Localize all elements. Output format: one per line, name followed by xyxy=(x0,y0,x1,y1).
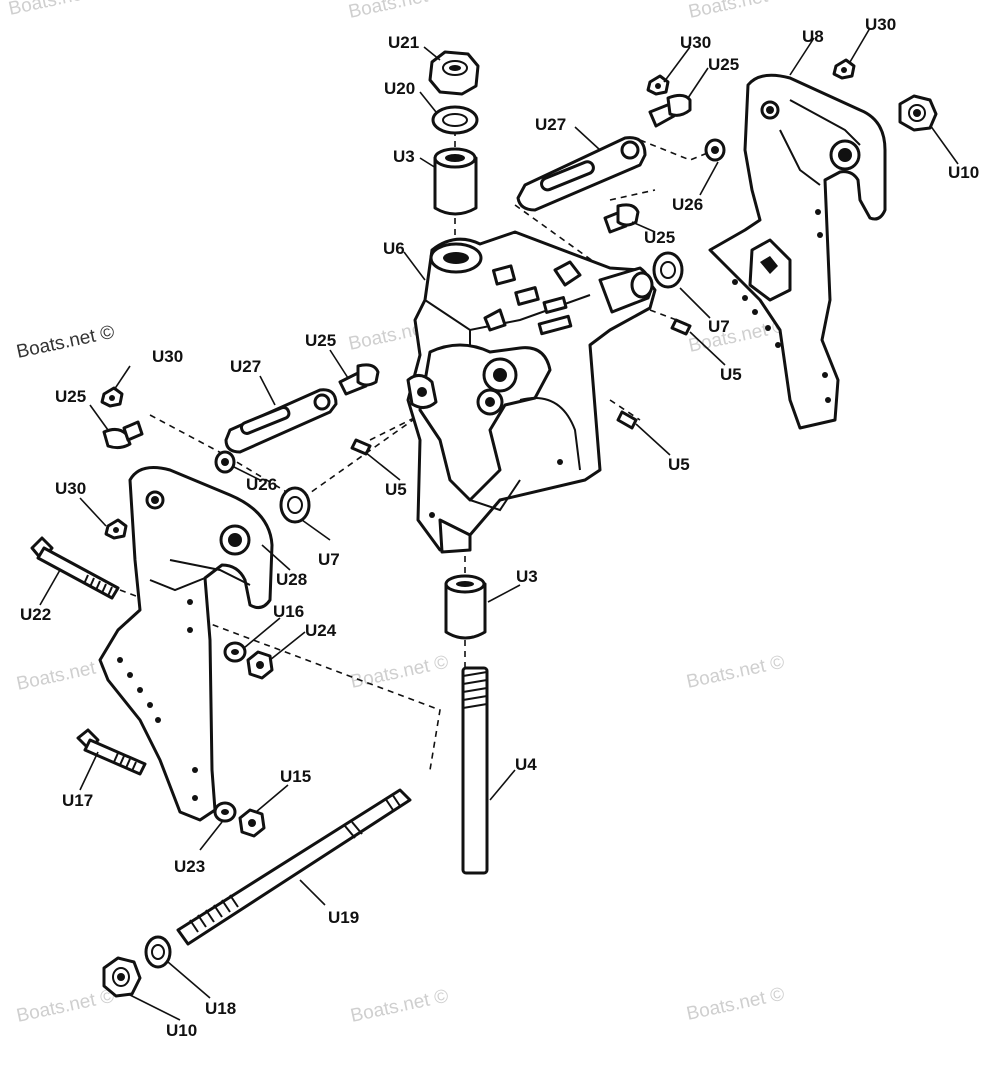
label-U10-bottom: U10 xyxy=(166,1021,197,1040)
watermark: Boats.net © xyxy=(685,984,787,1025)
label-U30-left-top: U30 xyxy=(152,347,183,366)
label-U4: U4 xyxy=(515,755,537,774)
part-U15-nut xyxy=(238,808,266,838)
label-U18: U18 xyxy=(205,999,236,1018)
part-U19-rod xyxy=(176,788,412,946)
part-U5-fitting-right-mid xyxy=(616,410,638,430)
part-U10-nut-bottom xyxy=(102,956,142,998)
part-U23-washer xyxy=(213,801,237,823)
label-U25-top: U25 xyxy=(708,55,739,74)
label-U23: U23 xyxy=(174,857,205,876)
part-U24-washer xyxy=(223,641,247,663)
label-U26-right: U26 xyxy=(672,195,703,214)
part-U8-clamp-bracket-right xyxy=(708,73,887,430)
label-U25-left: U25 xyxy=(55,387,86,406)
part-U10-nut-right xyxy=(898,94,938,132)
label-U3-upper: U3 xyxy=(393,147,415,166)
label-U7-left: U7 xyxy=(318,550,340,569)
label-U24: U24 xyxy=(305,621,337,640)
part-U18-washer xyxy=(144,935,172,969)
part-U25-pin-mid xyxy=(603,203,640,234)
watermark: Boats.net © xyxy=(7,0,109,20)
label-U3-lower: U3 xyxy=(516,567,538,586)
part-U5-fitting-left xyxy=(350,438,372,456)
label-U25-mid: U25 xyxy=(644,228,675,247)
part-clamp-bracket-left xyxy=(98,466,274,822)
watermark: Boats.net © xyxy=(15,986,117,1027)
label-U15: U15 xyxy=(280,767,311,786)
label-U16: U16 xyxy=(273,602,304,621)
part-U30-nut-left-mid xyxy=(104,518,128,540)
part-U3-lower-bushing xyxy=(444,574,487,640)
watermark: Boats.net © xyxy=(687,0,789,23)
part-U27-link-left xyxy=(224,388,338,454)
part-U3-upper-bushing xyxy=(433,147,478,216)
label-U27-right: U27 xyxy=(535,115,566,134)
label-U21: U21 xyxy=(388,33,419,52)
label-U6: U6 xyxy=(383,239,405,258)
part-U20-washer xyxy=(431,105,479,135)
part-U4-shaft xyxy=(461,666,489,875)
part-U7-washer-left xyxy=(279,486,311,524)
label-U5-right-mid: U5 xyxy=(668,455,690,474)
part-U26-washer-left xyxy=(214,450,236,474)
label-U5-right-top: U5 xyxy=(720,365,742,384)
label-U30-left-mid: U30 xyxy=(55,479,86,498)
label-U27-left: U27 xyxy=(230,357,261,376)
part-U7-washer-right xyxy=(652,251,684,289)
label-U8: U8 xyxy=(802,27,824,46)
label-U19: U19 xyxy=(328,908,359,927)
part-U25-pin-top xyxy=(648,93,692,128)
part-labels: U21 U20 U3 U6 U27 U30 U25 U8 U30 U10 U26… xyxy=(20,15,979,1040)
part-U26-washer-top xyxy=(704,138,726,162)
part-U21-nut xyxy=(428,50,480,96)
leader-lines xyxy=(39,27,959,1021)
label-U17: U17 xyxy=(62,791,93,810)
part-U30-nut-top-left xyxy=(646,74,670,96)
label-U5-left: U5 xyxy=(385,480,407,499)
part-U25-pin-left-top xyxy=(338,363,380,396)
part-U6-swivel-bracket xyxy=(406,230,657,554)
label-U30-top-left: U30 xyxy=(680,33,711,52)
watermark: Boats.net © xyxy=(349,652,451,693)
label-U22: U22 xyxy=(20,605,51,624)
label-U26-left: U26 xyxy=(246,475,277,494)
label-U28: U28 xyxy=(276,570,307,589)
part-U27-link-right xyxy=(516,136,647,212)
part-U17-bolt xyxy=(76,728,147,776)
watermark: Boats.net © xyxy=(685,652,787,693)
label-U20: U20 xyxy=(384,79,415,98)
part-U16-nut xyxy=(246,650,274,680)
part-U30-nut-top-right xyxy=(832,58,856,80)
label-U10-right: U10 xyxy=(948,163,979,182)
part-U30-nut-left-top xyxy=(100,386,124,408)
watermark: Boats.net © xyxy=(15,322,117,363)
part-U25-pin-left xyxy=(102,420,144,450)
label-U25-left-top: U25 xyxy=(305,331,336,350)
part-U22-bolt xyxy=(30,536,120,600)
label-U7-right: U7 xyxy=(708,317,730,336)
label-U30-top-right: U30 xyxy=(865,15,896,34)
watermark: Boats.net © xyxy=(349,986,451,1027)
part-U5-fitting-right-top xyxy=(670,318,692,336)
watermark: Boats.net © xyxy=(347,0,449,23)
